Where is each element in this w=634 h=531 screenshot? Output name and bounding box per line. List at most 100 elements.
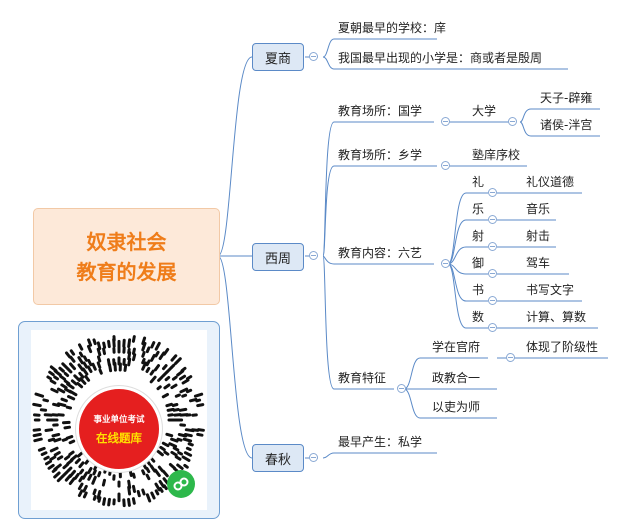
liuyi-desc-yue[interactable]: 音乐	[526, 202, 551, 216]
collapse-toggle-yu[interactable]	[488, 269, 497, 278]
qr-badge-line1: 事业单位考试	[93, 414, 145, 425]
liuyi-desc-shu[interactable]: 书写文字	[526, 283, 575, 297]
qr-dot	[76, 382, 84, 389]
qr-dot	[193, 392, 204, 398]
daxue-item-zhuhou[interactable]: 诸侯-泮宫	[540, 118, 593, 132]
liuyi-desc-shu2[interactable]: 计算、算数	[526, 310, 587, 324]
qr-dot	[66, 458, 74, 466]
qr-dot	[196, 403, 205, 408]
xizhou-xiangxue[interactable]: 教育场所：乡学	[338, 148, 423, 162]
qr-dot	[62, 463, 70, 470]
qr-dot	[162, 348, 170, 356]
chunqiu-item[interactable]: 最早产生：私学	[338, 435, 423, 449]
qr-dot	[70, 379, 78, 386]
qr-dot	[81, 471, 89, 480]
qr-dot	[163, 383, 171, 390]
collapse-toggle-shu[interactable]	[488, 296, 497, 305]
qr-dot	[127, 357, 132, 367]
tezheng-item-guanfu[interactable]: 学在官府	[432, 340, 481, 354]
xizhou-guoxue[interactable]: 教育场所：国学	[338, 104, 423, 118]
xiangxue-item[interactable]: 塾庠序校	[472, 148, 521, 162]
collapse-toggle-daxue[interactable]	[508, 117, 517, 126]
liuyi-name-she[interactable]: 射	[472, 229, 485, 243]
qr-dot	[97, 471, 102, 478]
qr-dot	[77, 363, 85, 372]
guanfu-detail[interactable]: 体现了阶级性	[526, 340, 599, 354]
qr-dot	[97, 355, 102, 363]
node-xiashang[interactable]: 夏商	[252, 43, 304, 71]
qr-code-image[interactable]: 事业单位考试 在线题库	[31, 330, 207, 510]
collapse-toggle-guoxue[interactable]	[441, 117, 450, 126]
liuyi-name-yu[interactable]: 御	[472, 256, 485, 270]
qr-dot	[96, 361, 102, 369]
qr-dot	[49, 446, 59, 453]
collapse-toggle-guanfu[interactable]	[506, 353, 515, 362]
liuyi-desc-li[interactable]: 礼仪道德	[526, 175, 575, 189]
collapse-toggle-shu2[interactable]	[488, 323, 497, 332]
tezheng-item-zhengjiao[interactable]: 政教合一	[432, 371, 481, 385]
liuyi-name-li[interactable]: 礼	[472, 175, 485, 189]
qr-dot	[169, 363, 176, 370]
qr-dot	[92, 469, 97, 476]
node-chunqiu[interactable]: 春秋	[252, 444, 304, 472]
liuyi-name-yue[interactable]: 乐	[472, 202, 485, 216]
qr-dot	[61, 437, 68, 442]
qr-dot	[34, 392, 45, 398]
xizhou-daxue[interactable]: 大学	[472, 104, 497, 118]
qr-dot	[77, 482, 84, 491]
qr-dot	[67, 395, 76, 401]
collapse-toggle-yue[interactable]	[488, 215, 497, 224]
qr-dot	[182, 437, 193, 443]
xizhou-liuyi[interactable]: 教育内容：六艺	[338, 246, 423, 260]
qr-dot	[127, 485, 132, 496]
qr-dot	[65, 351, 72, 359]
qr-dot	[63, 379, 71, 386]
qr-dot	[79, 377, 87, 385]
qr-dot	[96, 341, 102, 350]
root-topic[interactable]: 奴隶社会 教育的发展	[33, 208, 220, 305]
collapse-toggle-xiashang[interactable]	[309, 52, 318, 61]
qr-dot	[149, 375, 157, 384]
qr-dot	[61, 362, 69, 370]
collapse-toggle-tezheng[interactable]	[397, 384, 406, 393]
xizhou-tezheng[interactable]: 教育特征	[338, 371, 387, 385]
xiashang-item-2[interactable]: 我国最早出现的小学是：商或者是殷周	[338, 51, 543, 65]
node-xiashang-label: 夏商	[264, 51, 291, 67]
xiashang-item-1[interactable]: 夏朝最早的学校：庠	[338, 21, 447, 35]
liuyi-desc-she[interactable]: 射击	[526, 229, 551, 243]
qr-dot	[45, 459, 52, 466]
qr-dot	[171, 403, 179, 407]
qr-dot	[32, 428, 42, 432]
liuyi-desc-yu[interactable]: 驾车	[526, 256, 551, 270]
qr-dot	[145, 359, 151, 367]
qr-dot	[60, 397, 68, 403]
node-xizhou[interactable]: 西周	[252, 243, 304, 271]
qr-dot	[97, 496, 102, 503]
liuyi-name-shu[interactable]: 书	[472, 283, 485, 297]
qr-dot	[48, 370, 55, 377]
liuyi-name-shu2[interactable]: 数	[472, 310, 485, 324]
qr-dot	[51, 467, 58, 473]
qr-dot	[131, 497, 136, 505]
qr-dot	[56, 455, 64, 461]
qr-dot	[64, 387, 72, 394]
root-title-line1: 奴隶社会	[86, 229, 167, 254]
qr-dot	[156, 449, 164, 457]
qr-dot	[162, 364, 168, 371]
collapse-toggle-liuyi[interactable]	[441, 259, 450, 268]
qr-dot	[59, 374, 67, 381]
qr-dot	[157, 375, 164, 382]
qr-dot	[92, 494, 97, 501]
qr-dot	[150, 341, 156, 349]
qr-dot	[57, 402, 67, 407]
collapse-toggle-li[interactable]	[488, 188, 497, 197]
qr-dot	[170, 437, 179, 443]
collapse-toggle-chunqiu[interactable]	[309, 453, 318, 462]
tezheng-item-yili[interactable]: 以吏为师	[432, 400, 481, 414]
collapse-toggle-xizhou[interactable]	[309, 251, 318, 260]
collapse-toggle-she[interactable]	[488, 242, 497, 251]
qr-dot	[173, 413, 182, 417]
qr-dot	[66, 367, 73, 374]
collapse-toggle-xiangxue[interactable]	[441, 161, 450, 170]
daxue-item-tianzi[interactable]: 天子-辟雍	[540, 91, 593, 105]
